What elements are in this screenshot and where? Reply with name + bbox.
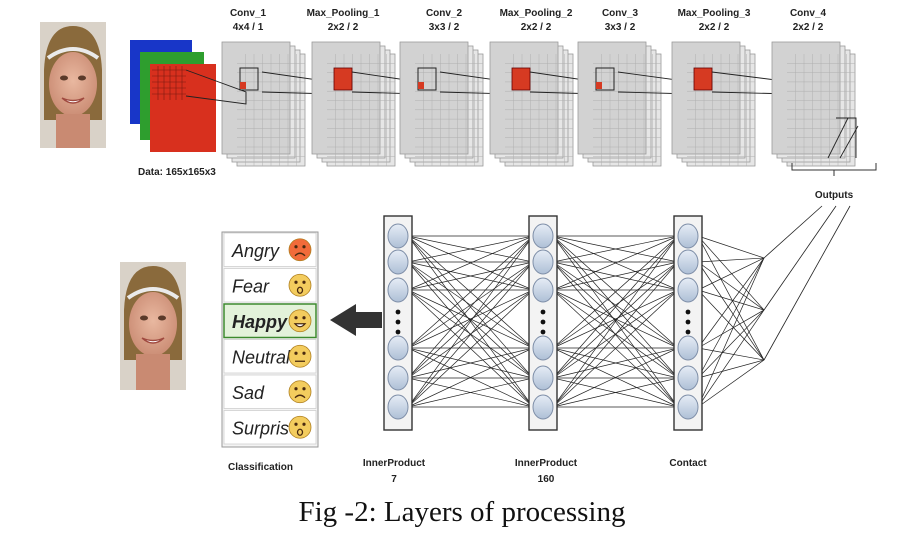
neuron (532, 365, 554, 391)
neuron (387, 249, 409, 275)
cnn-layer-params: 3x3 / 2 (429, 22, 460, 33)
cnn-layer-7: Conv_4 2x2 / 2 (771, 8, 856, 167)
class-row-sad: Sad (223, 374, 317, 409)
outputs-brace (791, 163, 877, 176)
neuron (532, 223, 554, 249)
conv4-projection (827, 117, 859, 159)
neuron (532, 277, 554, 303)
input-projection (185, 69, 247, 105)
conv-kernel (239, 67, 259, 91)
neuron (387, 223, 409, 249)
class-label: Surprise (232, 419, 299, 439)
cnn-layer-name: Max_Pooling_2 (500, 8, 573, 19)
class-label: Fear (232, 277, 270, 297)
fc-layer-labels: InnerProduct 7 InnerProduct 160 Contact (363, 458, 707, 485)
cnn-layer-name: Conv_3 (602, 8, 639, 19)
neuron (677, 249, 699, 275)
cnn-layer-4: Max_Pooling_2 2x2 / 2 (489, 8, 599, 167)
left-arrow-icon (330, 304, 382, 336)
cnn-layer-5: Conv_3 3x3 / 2 (577, 8, 693, 167)
cnn-layer-6: Max_Pooling_3 2x2 / 2 (671, 8, 793, 167)
fc-layer-label: InnerProduct (363, 458, 426, 469)
figure-caption: Fig -2: Layers of processing (298, 496, 626, 528)
class-label: Sad (232, 383, 265, 403)
neuron (532, 394, 554, 420)
classification-label: Classification (228, 462, 293, 473)
neuron (387, 277, 409, 303)
cnn-layers: Conv_1 4x4 / 1 Max_Pooling_1 2x2 / 2 Conv_2 3… (185, 8, 859, 167)
cnn-layer-params: 2x2 / 2 (793, 22, 824, 33)
cnn-layer-3: Conv_2 3x3 / 2 (399, 8, 511, 167)
cnn-layer-name: Conv_4 (790, 8, 827, 19)
fc-layer-2 (528, 215, 558, 431)
fearful-face-icon (288, 273, 312, 297)
angry-face-icon (288, 238, 312, 262)
conv-output-cell (418, 82, 424, 89)
fc-layer-1 (383, 215, 413, 431)
cnn-layer-name: Max_Pooling_1 (307, 8, 380, 19)
conv-kernel (595, 67, 615, 91)
cnn-layer-params: 2x2 / 2 (521, 22, 552, 33)
fully-connected-network (383, 205, 851, 431)
neuron (677, 335, 699, 361)
neuron (677, 394, 699, 420)
cnn-layer-params: 4x4 / 1 (233, 22, 264, 33)
cnn-layer-name: Conv_2 (426, 8, 463, 19)
input-data-label: Data: 165x165x3 (138, 167, 216, 178)
cnn-layer-params: 2x2 / 2 (328, 22, 359, 33)
neutral-face-icon (288, 344, 312, 368)
neuron (387, 335, 409, 361)
neuron (677, 365, 699, 391)
fc-layer-label: 7 (391, 474, 397, 485)
fc-layer-label: 160 (538, 474, 555, 485)
neuron (387, 394, 409, 420)
pool-window (333, 67, 353, 91)
surprised-face-icon (288, 415, 312, 439)
neuron (532, 335, 554, 361)
pool-window (693, 67, 713, 91)
cnn-layer-name: Max_Pooling_3 (678, 8, 751, 19)
output-face-photo (120, 262, 186, 390)
grinning-face-icon (288, 309, 312, 333)
sad-face-icon (288, 380, 312, 404)
class-row-surprise: Surprise (223, 410, 317, 445)
conv-output-cell (596, 82, 602, 89)
class-label: Neutral (232, 348, 291, 368)
class-label: Angry (231, 241, 280, 261)
fc-layer-3 (673, 215, 703, 431)
class-row-happy: Happy (223, 303, 317, 339)
class-row-fear: Fear (223, 268, 317, 303)
neuron (387, 365, 409, 391)
neuron (532, 249, 554, 275)
conv-kernel (417, 67, 437, 91)
input-rgb-stack (130, 40, 216, 152)
conv-output-cell (240, 82, 246, 89)
pool-window (511, 67, 531, 91)
neuron (677, 223, 699, 249)
cnn-layer-2: Max_Pooling_1 2x2 / 2 (307, 8, 421, 167)
class-row-angry: Angry (223, 232, 317, 267)
cnn-layer-1: Conv_1 4x4 / 1 (221, 8, 333, 167)
cnn-layer-params: 2x2 / 2 (699, 22, 730, 33)
cnn-layer-params: 3x3 / 2 (605, 22, 636, 33)
fc-layer-label: InnerProduct (515, 458, 578, 469)
outputs-label: Outputs (815, 190, 854, 201)
cnn-layer-name: Conv_1 (230, 8, 267, 19)
neuron (677, 277, 699, 303)
fc-layer-label: Contact (669, 458, 707, 469)
class-label: Happy (232, 312, 288, 332)
input-face-photo (40, 22, 106, 148)
class-row-neutral: Neutral (223, 339, 317, 374)
